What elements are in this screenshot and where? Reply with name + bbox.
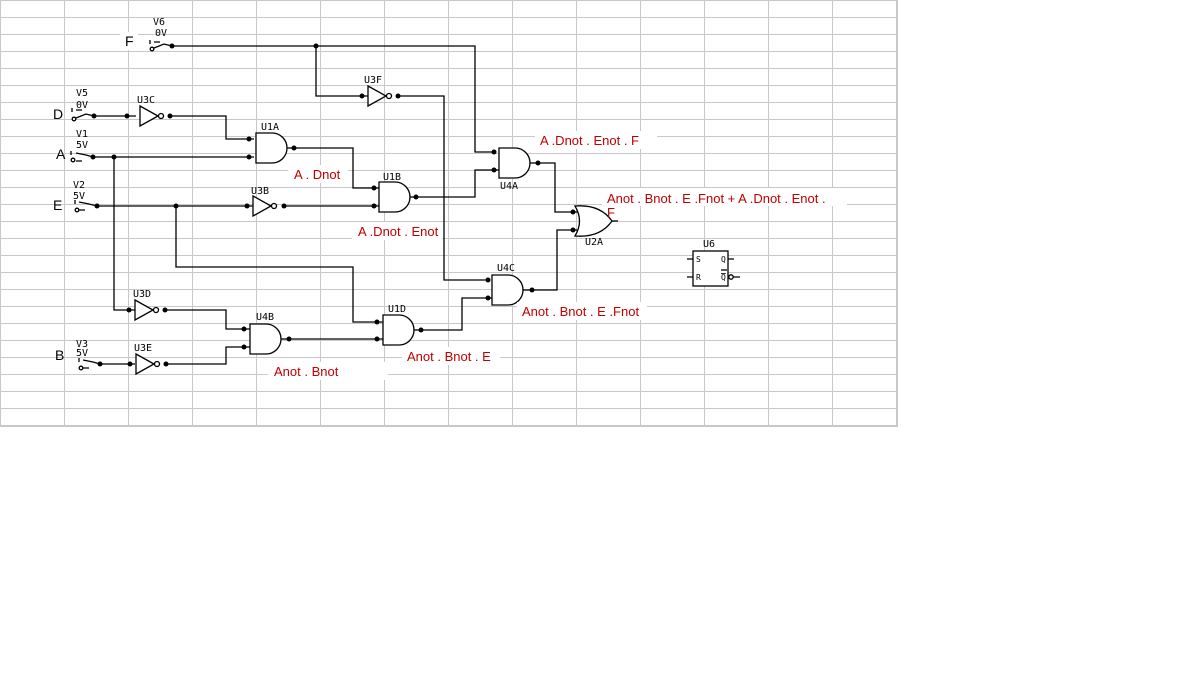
label-u2a: U2A (585, 237, 603, 248)
expression-u1d: Anot . Bnot . E (407, 349, 491, 364)
switch-v2[interactable] (74, 200, 98, 213)
source-label-v1: V1 (76, 129, 88, 140)
input-label-f: F (125, 33, 134, 49)
switch-v1[interactable] (70, 151, 94, 163)
level-v3: 5V (76, 348, 88, 359)
and-gate-u1d (382, 314, 421, 346)
label-u3f: U3F (364, 75, 382, 86)
switch-v5[interactable] (71, 108, 95, 122)
label-u4c: U4C (497, 263, 515, 274)
label-u3b: U3B (251, 186, 269, 197)
label-u4a: U4A (500, 181, 518, 192)
expression-u4c: Anot . Bnot . E .Fnot (522, 304, 639, 319)
expression-u2a-line2: F (607, 205, 615, 220)
expression-u2a-line1: Anot . Bnot . E .Fnot + A .Dnot . Enot . (607, 191, 826, 206)
level-v1: 5V (76, 140, 88, 151)
label-u3e: U3E (134, 343, 152, 354)
switch-v6[interactable] (149, 40, 173, 52)
junction-dots (90, 43, 576, 367)
inverter-u3e (135, 352, 161, 376)
ff-pin-r: R (696, 273, 701, 282)
input-label-b: B (55, 347, 64, 363)
label-u3c: U3C (137, 95, 155, 106)
wires (93, 45, 618, 365)
label-u4b: U4B (256, 312, 274, 323)
and-gate-u1b (378, 181, 416, 213)
sr-flipflop-u6 (687, 250, 740, 287)
and-gate-u4c (491, 274, 532, 306)
input-label-d: D (53, 106, 63, 122)
input-label-e: E (53, 197, 62, 213)
inverter-u3c (139, 104, 165, 128)
level-v6: 0V (155, 28, 167, 39)
and-gate-u4b (249, 323, 289, 355)
ff-pin-qbar: Q (721, 273, 726, 282)
ff-pin-q: Q (721, 255, 726, 264)
expression-u4b: Anot . Bnot (274, 364, 339, 379)
level-v5: 0V (76, 100, 88, 111)
inverter-u3f (367, 84, 393, 108)
inverter-u3d (134, 298, 160, 322)
source-label-v6: V6 (153, 17, 165, 28)
and-gate-u4a (498, 147, 538, 179)
expression-u4a: A .Dnot . Enot . F (540, 133, 639, 148)
and-gate-u1a (255, 132, 294, 164)
expression-u1a: A . Dnot (294, 167, 341, 182)
or-gate-u2a (573, 205, 613, 237)
label-u1d: U1D (388, 304, 406, 315)
source-label-v2: V2 (73, 180, 85, 191)
inverter-u3b (252, 194, 278, 218)
label-u3d: U3D (133, 289, 151, 300)
label-u1b: U1B (383, 172, 401, 183)
ff-pin-s: S (696, 255, 701, 264)
ff-label: U6 (703, 239, 715, 250)
label-u1a: U1A (261, 122, 279, 133)
expression-u1b: A .Dnot . Enot (358, 224, 439, 239)
switch-v3[interactable] (78, 358, 101, 371)
source-label-v5: V5 (76, 88, 88, 99)
input-label-a: A (56, 146, 66, 162)
source-label-v3: V3 (76, 339, 88, 350)
level-v2: 5V (73, 191, 85, 202)
